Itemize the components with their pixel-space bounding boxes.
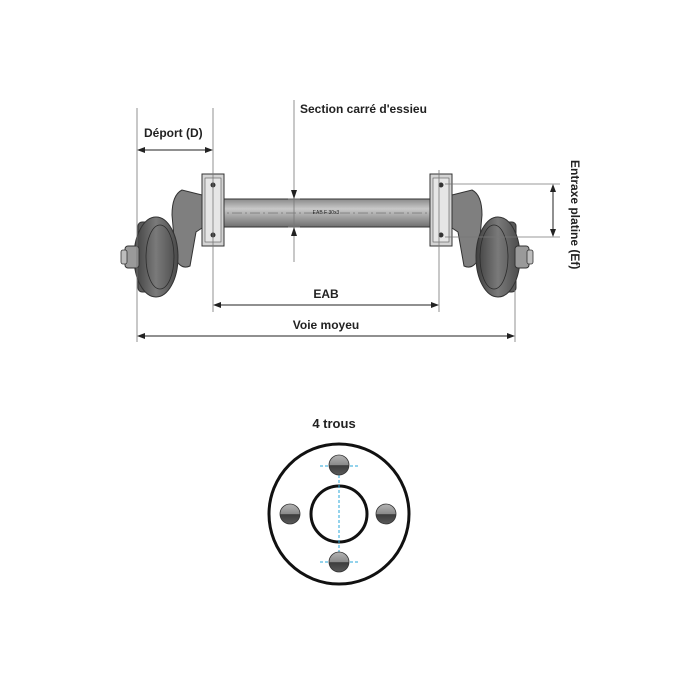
right-hub-drum (475, 216, 534, 298)
beam-marking: EAB F 30x3 (313, 210, 340, 216)
eab-label: EAB (313, 287, 339, 301)
left-hub-drum (120, 216, 179, 298)
dimension-lines (136, 100, 560, 342)
hub-title: 4 trous (312, 416, 355, 431)
hub-center-bore (309, 484, 369, 544)
bolt-hole-left (279, 503, 301, 525)
axle-assembly: EAB F 30x3 (120, 173, 534, 298)
offset-label: Déport (D) (144, 126, 203, 140)
hub-track-label: Voie moyeu (293, 318, 359, 332)
right-mounting-plate (429, 173, 453, 247)
bolt-hole-top (328, 454, 350, 476)
bolt-hole-right (375, 503, 397, 525)
section-label: Section carré d'essieu (300, 102, 427, 116)
hub-bolt-pattern: 4 trous (267, 416, 411, 586)
plate-spacing-label: Entraxe platine (Ef) (568, 160, 582, 269)
axle-beam: EAB F 30x3 (213, 198, 440, 228)
bolt-hole-bottom (328, 551, 350, 573)
